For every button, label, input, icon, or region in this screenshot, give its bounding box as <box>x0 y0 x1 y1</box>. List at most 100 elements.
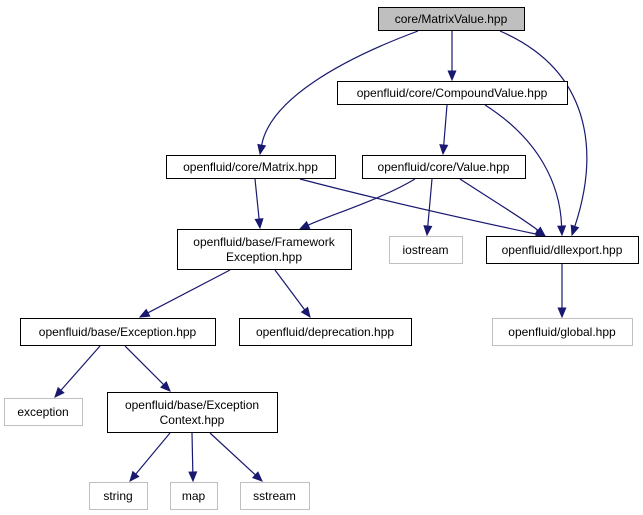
node-label: core/MatrixValue.hpp <box>395 12 508 26</box>
edge-compoundvalue-to-value <box>439 104 449 156</box>
edge-line <box>307 178 416 226</box>
edge-line <box>299 178 537 235</box>
edge-line <box>274 269 306 311</box>
node-value[interactable]: openfluid/core/Value.hpp <box>362 155 526 179</box>
file-nodes: core/MatrixValue.hpp openfluid/core/Compo… <box>4 7 639 510</box>
node-matrix[interactable]: openfluid/core/Matrix.hpp <box>166 155 336 179</box>
node-label: Context.hpp <box>160 413 225 427</box>
arrowhead-icon <box>447 70 457 82</box>
node-box <box>166 155 336 179</box>
edge-dllexport-to-global <box>557 264 567 319</box>
arrowhead-icon <box>423 225 433 237</box>
edge-value-to-frameworkexception <box>298 178 416 230</box>
node-box <box>389 236 463 264</box>
edge-exceptioncontext-to-string <box>129 432 171 482</box>
node-label: map <box>182 489 206 503</box>
node-box <box>4 398 83 426</box>
edge-line <box>254 178 260 220</box>
node-box <box>20 318 216 346</box>
node-box <box>378 7 525 31</box>
edge-line <box>443 104 448 146</box>
arrowhead-icon <box>534 226 547 237</box>
arrowhead-icon <box>557 307 567 319</box>
edge-line <box>484 104 563 227</box>
edge-exceptioncontext-to-sstream <box>209 432 263 482</box>
edge-line <box>427 178 433 227</box>
edge-exceptioncontext-to-map <box>188 432 198 483</box>
edge-exception-hpp-to-exceptioncontext <box>124 345 171 392</box>
edge-matrixvalue-to-compoundvalue <box>447 31 457 82</box>
edge-line <box>191 432 194 473</box>
edge-line <box>147 269 231 314</box>
node-map[interactable]: map <box>170 482 218 510</box>
node-label: openfluid/base/Exception <box>125 398 259 412</box>
arrowhead-icon <box>300 306 311 319</box>
node-box <box>239 318 412 346</box>
node-box <box>170 482 218 510</box>
node-label: openfluid/core/Matrix.hpp <box>183 160 318 174</box>
edge-compoundvalue-to-dllexport <box>484 104 567 237</box>
arrowhead-icon <box>257 143 267 156</box>
node-box <box>492 318 633 346</box>
edge-line <box>459 178 539 231</box>
arrowhead-icon <box>160 381 171 392</box>
node-string[interactable]: string <box>89 482 148 510</box>
arrowhead-icon <box>298 220 311 230</box>
node-sstream[interactable]: sstream <box>240 482 310 510</box>
node-box <box>486 236 639 264</box>
arrowhead-icon <box>254 218 264 230</box>
node-label: openfluid/core/Value.hpp <box>378 160 510 174</box>
arrowhead-icon <box>188 471 198 483</box>
node-iostream[interactable]: iostream <box>389 236 463 264</box>
arrowhead-icon <box>138 308 151 318</box>
node-compoundvalue[interactable]: openfluid/core/CompoundValue.hpp <box>337 81 568 105</box>
node-box <box>89 482 148 510</box>
edge-line <box>261 30 419 146</box>
node-label: openfluid/dllexport.hpp <box>502 243 623 257</box>
dependency-edges <box>54 30 588 483</box>
arrowhead-icon <box>570 224 580 237</box>
arrowhead-icon <box>251 471 263 482</box>
node-label: openfluid/base/Framework <box>193 235 335 249</box>
edge-line <box>209 432 256 476</box>
node-label: openfluid/base/Exception.hpp <box>39 325 197 339</box>
edge-matrixvalue-to-dllexport <box>499 30 588 237</box>
edge-frameworkexception-to-deprecation <box>274 269 311 319</box>
node-box <box>107 392 278 433</box>
node-box <box>177 229 352 270</box>
node-label: sstream <box>253 489 296 503</box>
node-label: Exception.hpp <box>226 250 302 264</box>
node-label: openfluid/global.hpp <box>508 325 616 339</box>
node-box <box>240 482 310 510</box>
node-label: iostream <box>402 243 448 257</box>
edge-line <box>60 345 101 391</box>
edge-exception-hpp-to-exception <box>54 345 101 398</box>
arrowhead-icon <box>129 470 140 482</box>
arrowhead-icon <box>54 386 65 398</box>
edge-line <box>499 30 588 227</box>
edge-matrix-to-frameworkexception <box>254 178 264 230</box>
edge-matrixvalue-to-matrix <box>257 30 419 156</box>
edge-value-to-iostream <box>423 178 433 237</box>
node-deprecation[interactable]: openfluid/deprecation.hpp <box>239 318 412 346</box>
node-box <box>337 81 568 105</box>
node-box <box>362 155 526 179</box>
arrowhead-icon <box>557 225 567 237</box>
node-label: openfluid/core/CompoundValue.hpp <box>357 86 548 100</box>
node-exception-hpp[interactable]: openfluid/base/Exception.hpp <box>20 318 216 346</box>
node-exception[interactable]: exception <box>4 398 83 426</box>
node-matrixvalue[interactable]: core/MatrixValue.hpp <box>378 7 525 31</box>
edge-line <box>135 432 171 475</box>
node-label: openfluid/deprecation.hpp <box>256 325 394 339</box>
arrowhead-icon <box>439 144 449 156</box>
node-dllexport[interactable]: openfluid/dllexport.hpp <box>486 236 639 264</box>
edge-value-to-dllexport <box>459 178 547 237</box>
node-global[interactable]: openfluid/global.hpp <box>492 318 633 346</box>
edge-line <box>124 345 165 386</box>
edge-frameworkexception-to-exception-hpp <box>138 269 231 318</box>
node-label: string <box>103 489 132 503</box>
node-label: exception <box>17 405 68 419</box>
